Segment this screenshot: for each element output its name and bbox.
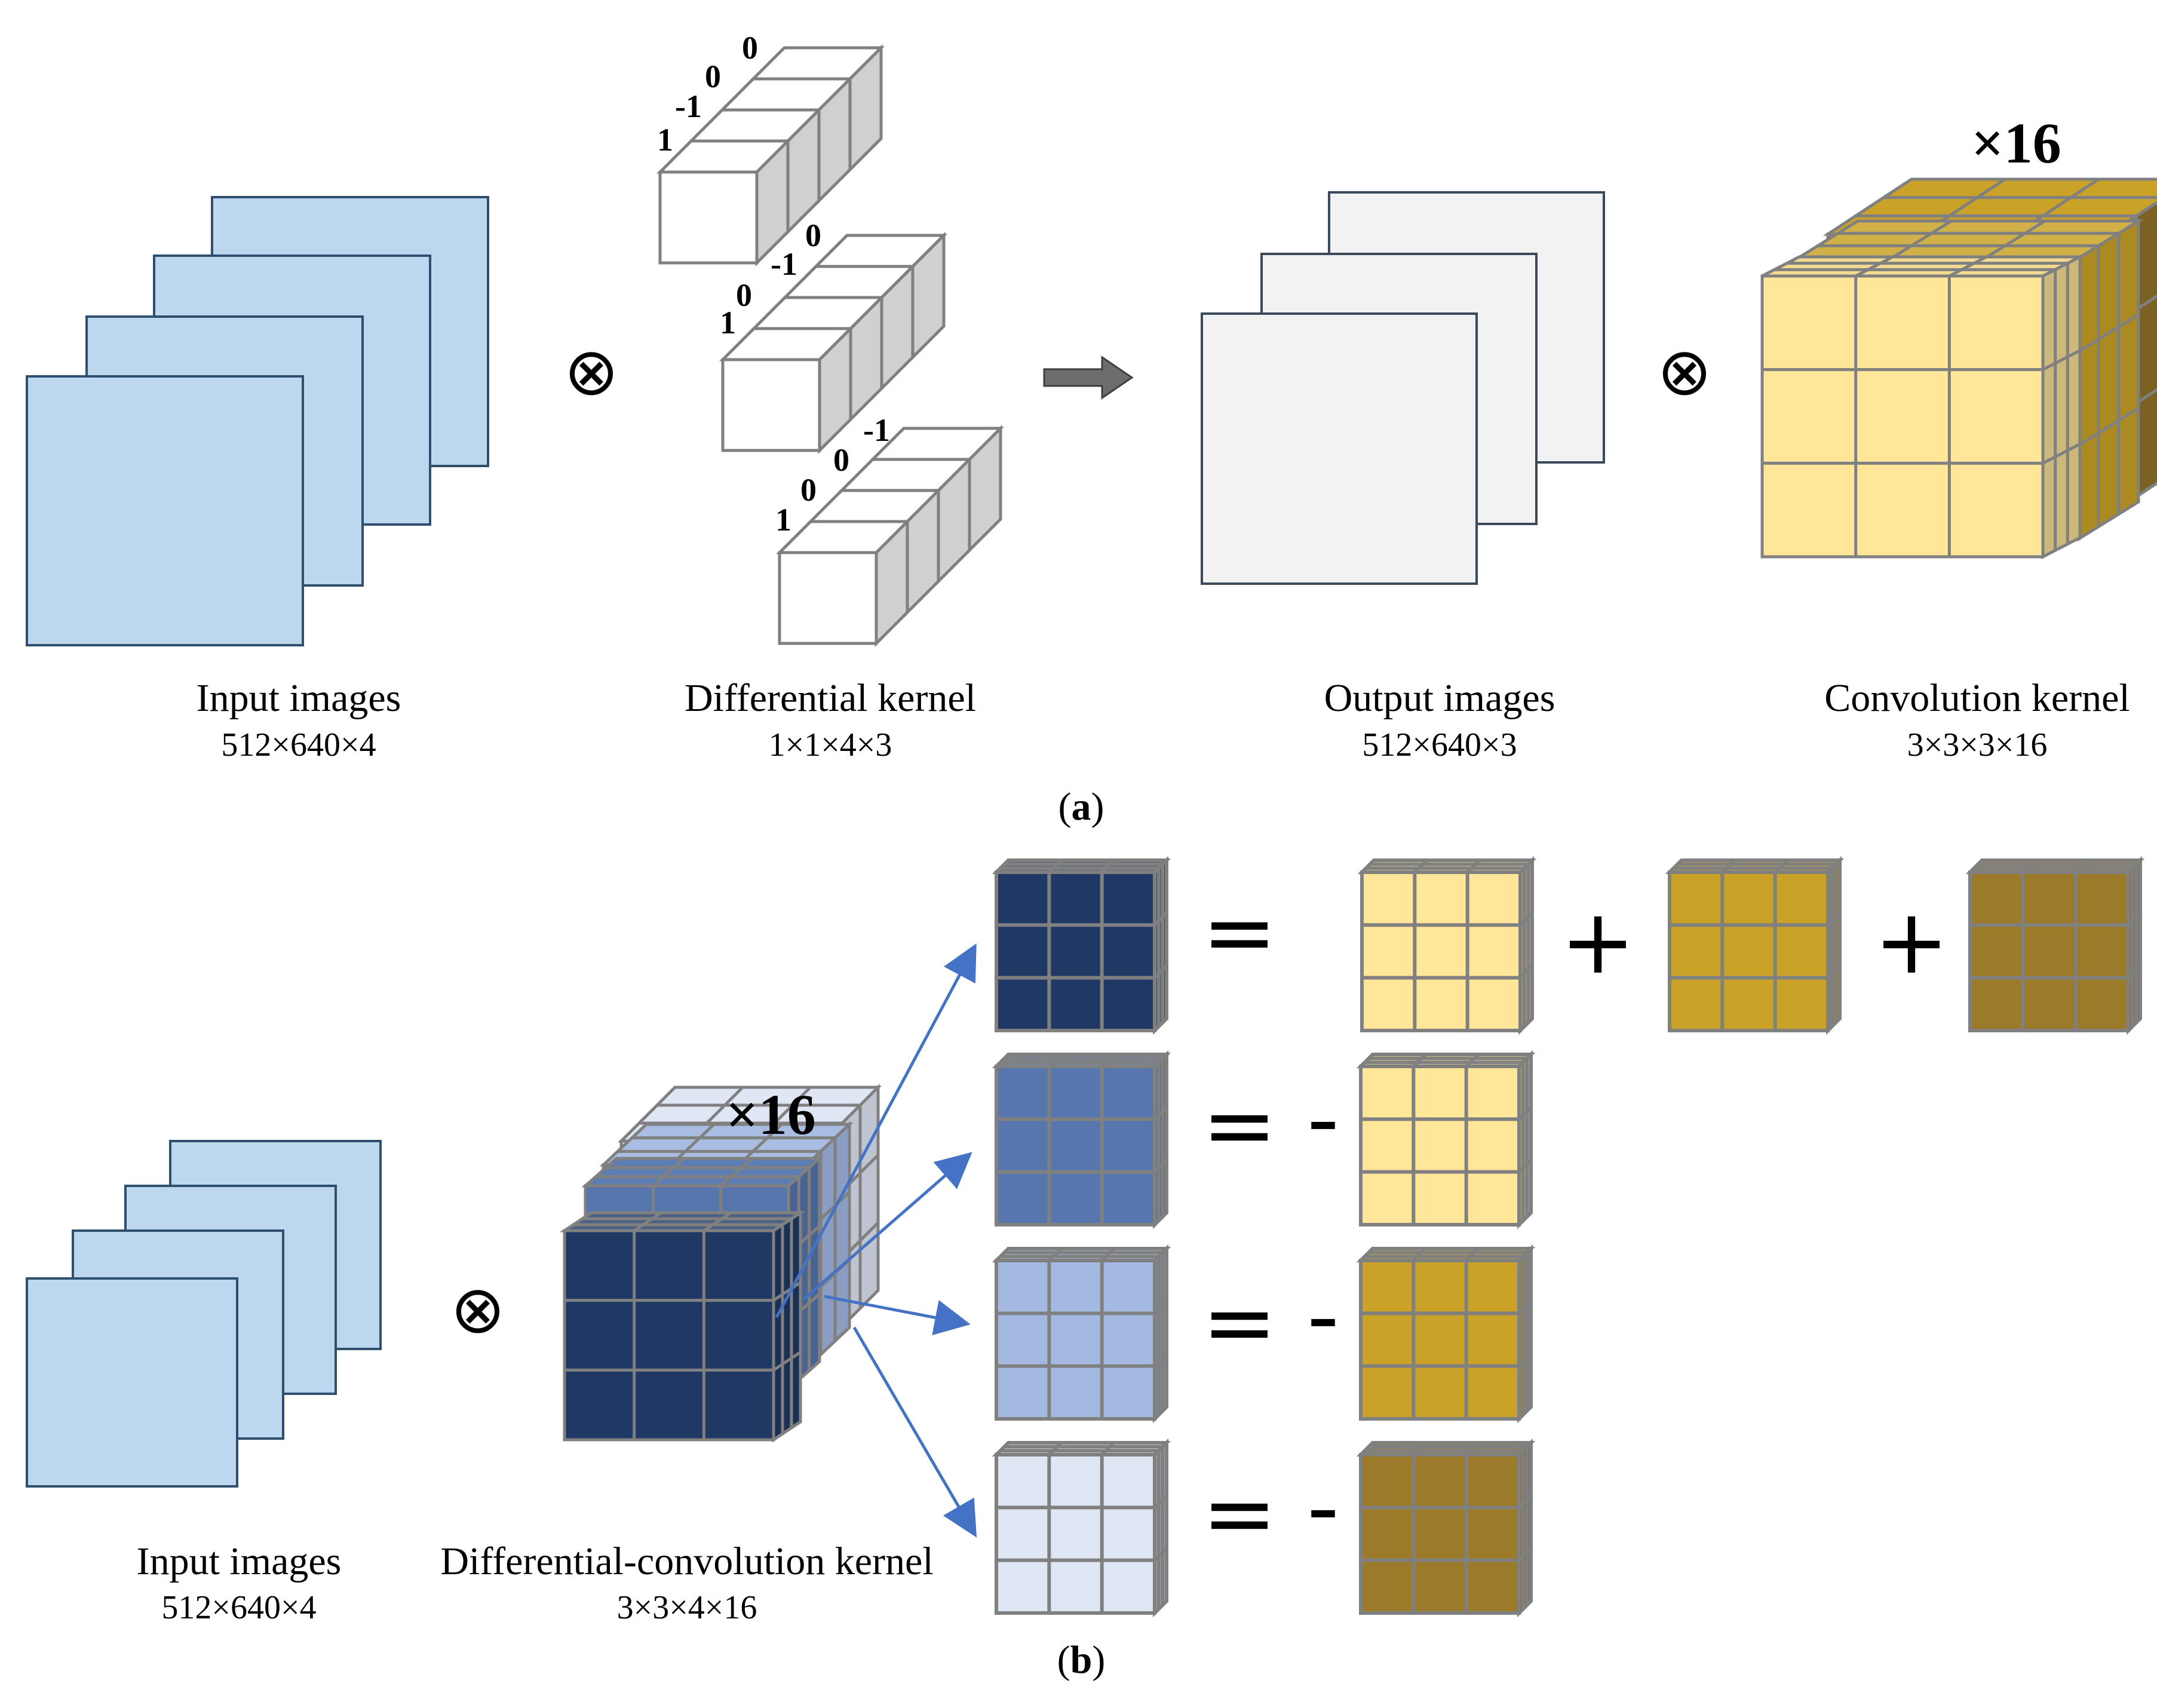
result-olive-row4	[1356, 1438, 1536, 1618]
convolve-operator-a1: ⊗	[564, 333, 619, 410]
input-images-label-a: Input images	[196, 676, 401, 720]
kernel-slice-3-front	[995, 1259, 1156, 1421]
result-gold-row3	[1356, 1244, 1536, 1424]
right-arrow-icon	[1043, 355, 1134, 400]
result-olive-row1	[1965, 855, 2145, 1035]
diff-conv-kernel-label: Differential-convolution kernel	[440, 1540, 934, 1583]
result-yellow-row1-front	[1360, 870, 1522, 1032]
conv-kernel-layer-front-side	[2041, 254, 2082, 560]
plus-sign: +	[1560, 890, 1636, 994]
differential-kernel-row-2-value-label: 1	[720, 305, 736, 341]
slice-arrow	[852, 1326, 977, 1538]
minus-sign: -	[1307, 1265, 1339, 1369]
result-gold-row1	[1665, 855, 1845, 1035]
conv-kernel-layer-mid-side	[2077, 218, 2140, 542]
kernel-slice-4	[992, 1438, 1171, 1618]
differential-kernel-row-2: 10-10	[719, 217, 948, 455]
plus-sign: +	[1874, 890, 1949, 994]
differential-kernel-row-1-value-label: 0	[705, 59, 721, 94]
kernel-slice-1-front	[995, 870, 1156, 1032]
multiplier-label-b: ×16	[726, 1083, 816, 1146]
differential-kernel-row-3-value-label: 1	[775, 502, 791, 538]
output-images-label: Output images	[1324, 676, 1555, 720]
differential-kernel-row-1-value-label: 1	[657, 122, 673, 158]
result-yellow-row1	[1357, 855, 1537, 1035]
differential-kernel-row-3-value-label: 0	[833, 442, 849, 478]
diffconv-kernel-layer-1-top	[559, 1211, 806, 1232]
result-olive-row4-front	[1359, 1453, 1521, 1615]
kernel-slice-1	[992, 855, 1171, 1035]
differential-kernel-row-2-value-label: 0	[736, 277, 752, 313]
differential-kernel-row-2-front	[721, 358, 821, 452]
minus-sign: -	[1307, 1068, 1339, 1172]
differential-kernel-label: Differential kernel	[684, 676, 977, 720]
differential-kernel-row-3-value-label: -1	[863, 412, 890, 448]
result-gold-row1-front	[1668, 870, 1830, 1032]
differential-kernel-row-3-front	[778, 551, 878, 645]
equals-sign: =	[1202, 881, 1277, 985]
kernel-slice-2-front	[995, 1065, 1156, 1226]
conv-kernel-layer-front	[1760, 254, 2082, 560]
result-yellow-row2-front	[1359, 1065, 1521, 1226]
result-gold-row3-front	[1359, 1259, 1521, 1421]
minus-sign: -	[1307, 1456, 1339, 1560]
kernel-slice-3	[992, 1244, 1171, 1424]
kernel-slice-4-front	[995, 1453, 1156, 1615]
input-images-dims-b: 512×640×4	[161, 1589, 317, 1626]
slice-arrow	[802, 1152, 972, 1301]
panel-a-caption: (a)	[1058, 785, 1104, 829]
input-images-dims-a: 512×640×4	[221, 726, 376, 763]
diffconv-kernel-layer-1-front	[563, 1229, 775, 1442]
convolve-operator-a2: ⊗	[1657, 333, 1712, 410]
convolve-operator-b: ⊗	[450, 1271, 505, 1348]
slice-arrow	[824, 1295, 971, 1336]
differential-kernel-row-2-value-label: 0	[805, 217, 821, 253]
convolution-kernel-dims: 3×3×3×16	[1907, 726, 2048, 763]
conv-kernel-layer-front-front	[1760, 274, 2045, 559]
panel-b-caption: (b)	[1057, 1638, 1106, 1682]
input-images-stack-a-sheet	[26, 375, 304, 646]
result-yellow-row2	[1356, 1050, 1536, 1229]
differential-kernel-row-3: 100-1	[775, 412, 1005, 648]
input-images-label-b: Input images	[136, 1540, 342, 1583]
diffconv-kernel-layer-1	[559, 1210, 806, 1443]
equals-sign: =	[1202, 1462, 1277, 1566]
slice-arrow	[775, 943, 977, 1318]
diffconv-kernel-layer-2-top	[581, 1157, 824, 1188]
equals-sign: =	[1202, 1074, 1277, 1177]
output-images-dims: 512×640×3	[1362, 726, 1517, 763]
diffconv-kernel-layer-1-side	[772, 1210, 802, 1443]
kernel-slice-2	[992, 1050, 1171, 1229]
equals-sign: =	[1202, 1271, 1277, 1375]
differential-kernel-row-3-value-label: 0	[800, 472, 817, 508]
differential-kernel-row-1-value-label: -1	[675, 88, 702, 124]
diff-conv-kernel-dims: 3×3×4×16	[616, 1589, 757, 1626]
multiplier-label-a: ×16	[1971, 111, 2061, 175]
input-images-stack-b	[26, 1140, 382, 1488]
conv-kernel-layer-front-top	[1761, 255, 2081, 278]
differential-kernel-row-1-value-label: 0	[742, 30, 758, 66]
differential-kernel-dims: 1×1×4×3	[768, 726, 892, 763]
differential-kernel-row-2-value-label: -1	[771, 246, 797, 282]
output-images-stack-sheet	[1201, 312, 1478, 585]
input-images-stack-b-sheet	[26, 1277, 238, 1488]
output-images-stack	[1201, 191, 1605, 585]
convolution-kernel-label: Convolution kernel	[1824, 676, 2130, 720]
result-olive-row1-front	[1968, 870, 2130, 1032]
differential-kernel-row-1-front	[658, 170, 759, 265]
differential-kernel-row-1: 1-100	[656, 30, 885, 267]
input-images-stack-a	[26, 196, 489, 646]
